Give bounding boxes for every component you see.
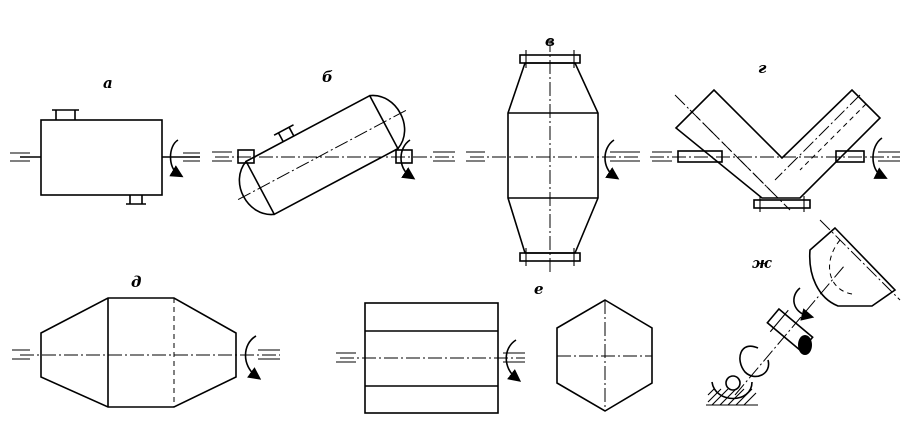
label-d: д — [131, 273, 141, 291]
label-b: б — [322, 68, 333, 86]
label-a: а — [103, 74, 113, 92]
rotation-arrow-icon — [872, 137, 888, 179]
rotation-arrow-icon — [169, 139, 184, 178]
label-g: г — [758, 59, 767, 77]
drum-a: а — [10, 74, 200, 205]
drum-v: в — [466, 32, 640, 272]
drum-zh: ж — [706, 219, 901, 406]
rotation-arrow-icon — [400, 139, 416, 180]
rotation-arrow-icon — [793, 287, 815, 321]
label-e: е — [534, 280, 544, 298]
rotation-arrow-icon — [244, 335, 262, 380]
drum-b: б — [212, 68, 455, 216]
rotation-arrow-icon — [505, 339, 522, 382]
drum-d: д — [12, 273, 280, 408]
label-zh: ж — [752, 254, 772, 272]
drum-e: е — [336, 280, 653, 414]
drum-g: г — [650, 59, 900, 212]
rotation-arrow-icon — [604, 139, 620, 180]
